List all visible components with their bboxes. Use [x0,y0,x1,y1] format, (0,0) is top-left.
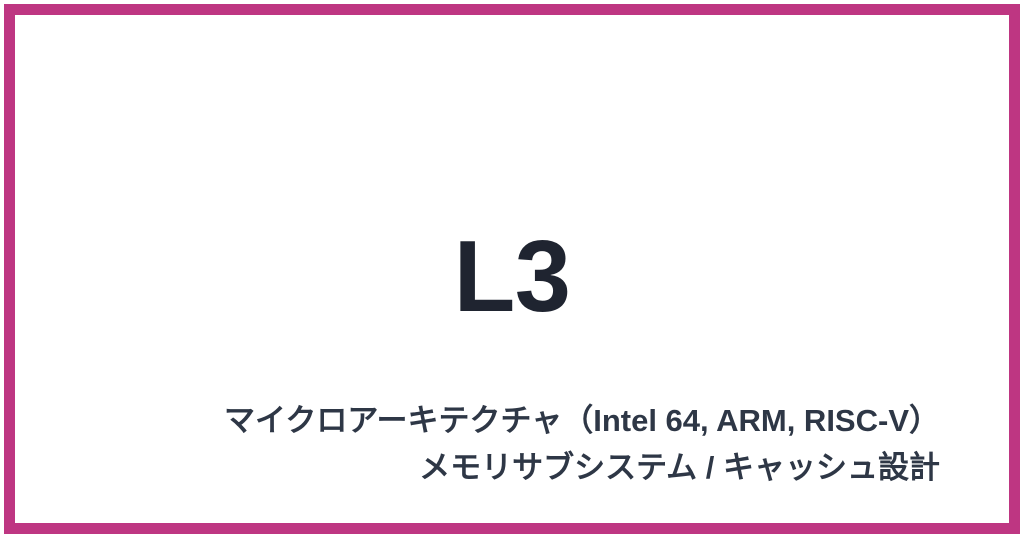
slide-border-frame: L3 マイクロアーキテクチャ（Intel 64, ARM, RISC-V） メモ… [4,4,1020,534]
slide-content-area: L3 マイクロアーキテクチャ（Intel 64, ARM, RISC-V） メモ… [30,30,994,508]
slide-subtitle-line-1: マイクロアーキテクチャ（Intel 64, ARM, RISC-V） [224,403,940,438]
slide-title: L3 [453,221,571,333]
slide-subtitle: マイクロアーキテクチャ（Intel 64, ARM, RISC-V） メモリサブ… [30,397,940,491]
slide-subtitle-line-2: メモリサブシステム / キャッシュ設計 [419,450,940,485]
